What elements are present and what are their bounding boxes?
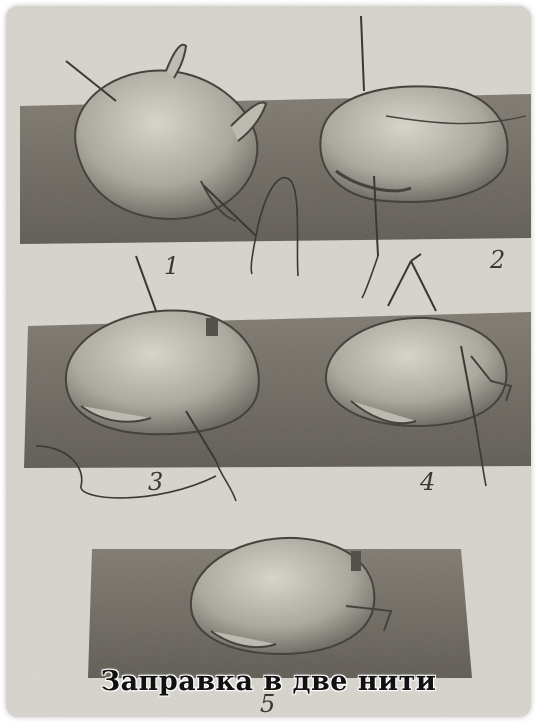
step-label-1: 1	[164, 252, 179, 280]
step-label-3: 3	[148, 468, 163, 496]
image-card: 1 2 3 4 5 Заправка в две нити	[6, 6, 531, 717]
step-label-2: 2	[490, 246, 505, 274]
poultry-trussing-illustration	[6, 6, 531, 717]
step-label-4: 4	[420, 468, 435, 496]
print-grain-overlay	[6, 6, 531, 717]
figure-caption: Заправка в две нити	[6, 666, 531, 697]
